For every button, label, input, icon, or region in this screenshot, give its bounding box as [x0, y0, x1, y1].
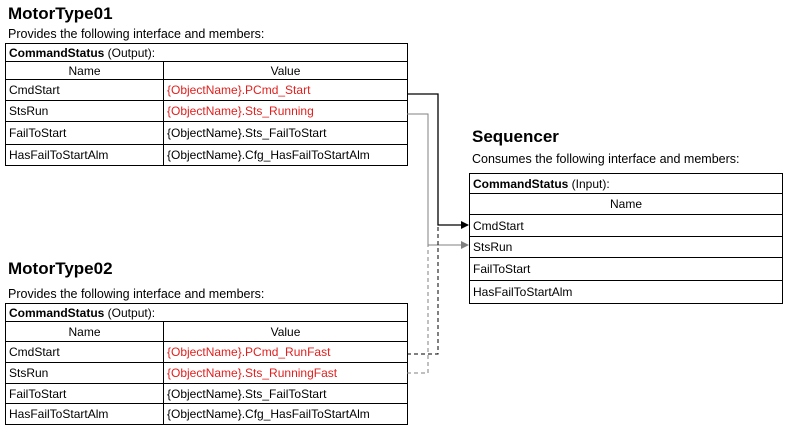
member-name: HasFailToStartAlm	[469, 280, 783, 304]
motor2-col-value: Value	[163, 321, 408, 342]
motor2-title: MotorType02	[8, 259, 113, 278]
motor1-col-name: Name	[5, 61, 164, 80]
table-row: CmdStart	[469, 214, 783, 237]
motor2-subtitle: Provides the following interface and mem…	[8, 287, 265, 301]
member-name: CmdStart	[469, 214, 783, 237]
member-value: {ObjectName}.Cfg_HasFailToStartAlm	[163, 403, 408, 425]
motor1-subtitle: Provides the following interface and mem…	[8, 27, 265, 41]
member-value: {ObjectName}.Sts_FailToStart	[163, 121, 408, 145]
motor1-title: MotorType01	[8, 4, 113, 23]
motor2-interface-name: CommandStatus	[9, 305, 105, 320]
table-row: StsRun {ObjectName}.Sts_RunningFast	[5, 362, 408, 384]
cmdstart-link-motor2	[407, 224, 462, 355]
motor2-interface-row: CommandStatus (Output):	[5, 303, 408, 322]
motor2-col-name: Name	[5, 321, 164, 342]
table-row: HasFailToStartAlm {ObjectName}.Cfg_HasFa…	[5, 144, 408, 166]
sequencer-title: Sequencer	[472, 127, 559, 146]
sequencer-interface-dir: (Input):	[568, 176, 610, 191]
member-value: {ObjectName}.Cfg_HasFailToStartAlm	[163, 144, 408, 166]
sequencer-subtitle: Consumes the following interface and mem…	[472, 152, 740, 166]
member-name: FailToStart	[5, 121, 164, 145]
motor2-interface-dir: (Output):	[104, 305, 156, 320]
motor1-interface-dir: (Output):	[104, 45, 156, 60]
motor1-table: CommandStatus (Output): Name Value CmdSt…	[5, 43, 408, 166]
member-value: {ObjectName}.Sts_Running	[163, 100, 408, 122]
member-value: {ObjectName}.Sts_RunningFast	[163, 362, 408, 384]
member-name: CmdStart	[5, 79, 164, 101]
motor1-column-header: Name Value	[5, 61, 408, 80]
table-row: HasFailToStartAlm {ObjectName}.Cfg_HasFa…	[5, 403, 408, 425]
stsrun-link-motor2	[407, 244, 462, 374]
table-row: HasFailToStartAlm	[469, 280, 783, 304]
table-row: FailToStart {ObjectName}.Sts_FailToStart	[5, 121, 408, 145]
motor1-interface-name: CommandStatus	[9, 45, 105, 60]
member-name: HasFailToStartAlm	[5, 144, 164, 166]
motor2-table: CommandStatus (Output): Name Value CmdSt…	[5, 303, 408, 425]
motor2-column-header: Name Value	[5, 321, 408, 342]
table-row: StsRun {ObjectName}.Sts_Running	[5, 100, 408, 122]
sequencer-interface-name: CommandStatus	[473, 176, 569, 191]
sequencer-table: CommandStatus (Input): Name CmdStart Sts…	[469, 173, 783, 304]
